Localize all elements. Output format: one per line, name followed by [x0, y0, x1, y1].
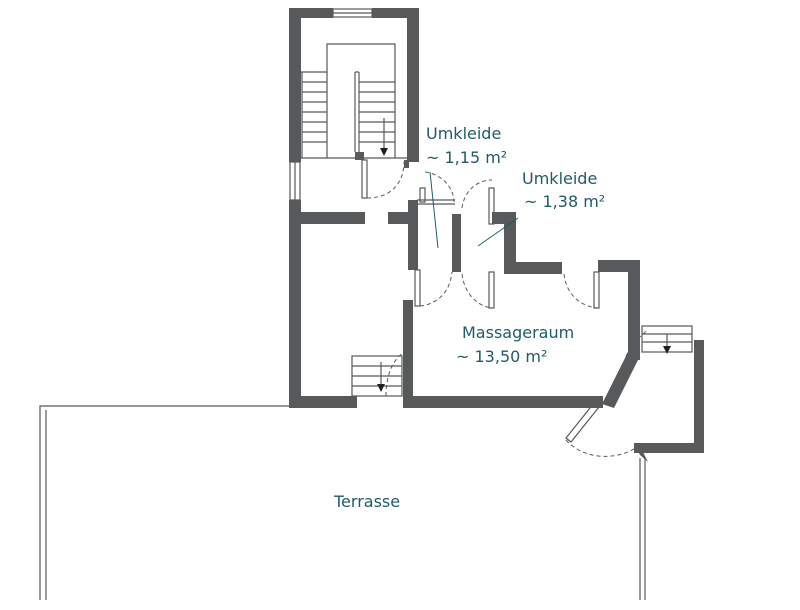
- stair-arrow-down-icon: [380, 148, 388, 156]
- window-icon: [332, 8, 373, 18]
- door-swing-icon: [625, 329, 649, 357]
- door-swing-icon: [565, 397, 637, 457]
- room-area-massageraum: ~ 13,50 m²: [456, 347, 547, 366]
- leader-line-umkleide-1: [429, 171, 439, 249]
- room-name-massageraum: Massageraum: [462, 323, 574, 342]
- walls: [289, 8, 704, 462]
- room-name-terrasse: Terrasse: [333, 492, 400, 511]
- door-swing-icon: [461, 179, 495, 225]
- stair-arrow-down-icon: [663, 346, 671, 354]
- stair-arrow-down-icon: [377, 384, 385, 392]
- leader-line-umkleide-2: [477, 217, 519, 247]
- staircase: [301, 43, 407, 159]
- room-name-umkleide-1: Umkleide: [426, 124, 501, 143]
- door-swing-icon: [361, 159, 405, 199]
- door-swing-icon: [414, 269, 453, 307]
- lower-staircase: [351, 351, 405, 397]
- door-swing-icon: [461, 271, 495, 309]
- door-swing-icon: [563, 271, 600, 309]
- annex-staircase: [641, 325, 693, 354]
- room-name-umkleide-2: Umkleide: [522, 169, 597, 188]
- room-area-umkleide-1: ~ 1,15 m²: [426, 148, 507, 167]
- door-swing-icon: [417, 171, 455, 205]
- room-area-umkleide-2: ~ 1,38 m²: [524, 192, 605, 211]
- window-icon: [289, 161, 301, 201]
